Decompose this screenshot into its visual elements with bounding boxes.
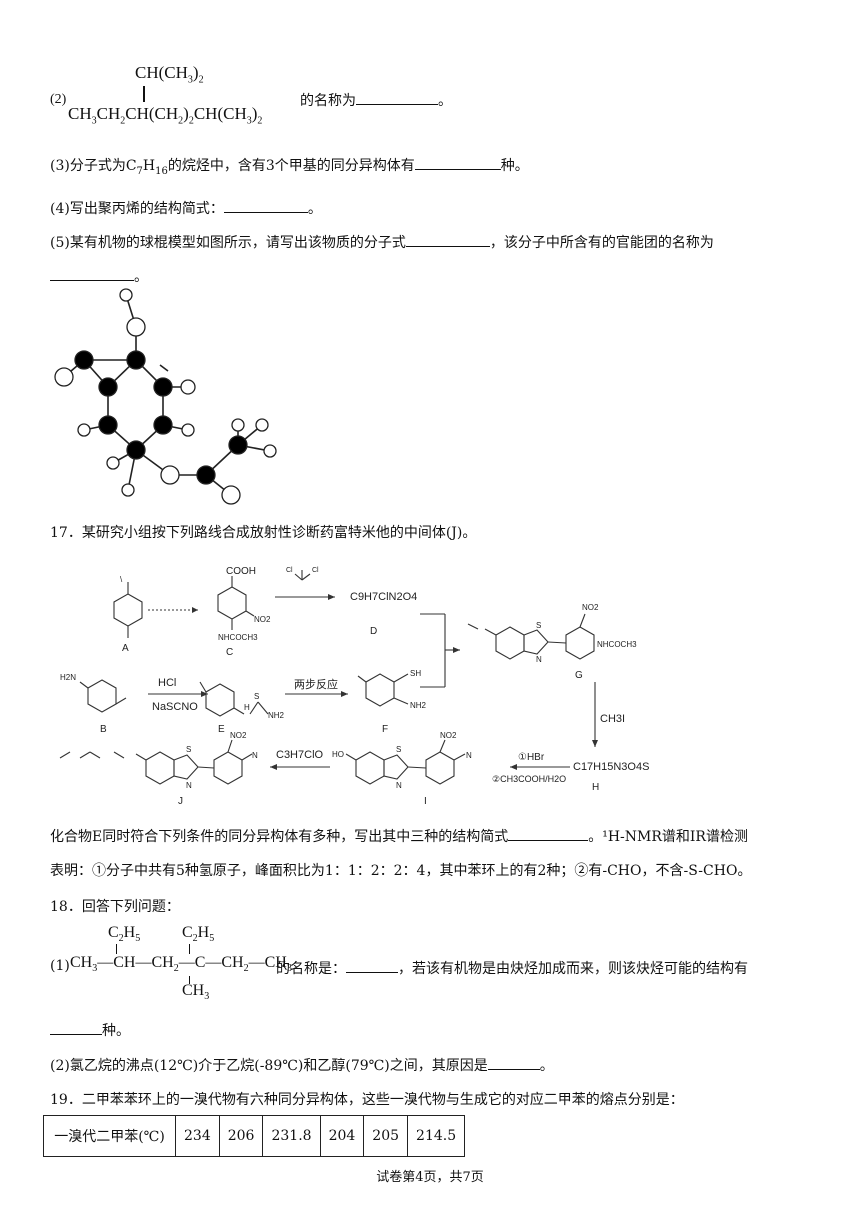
label-j: J xyxy=(178,796,183,807)
ball-and-stick-model xyxy=(54,288,277,505)
svg-text:NH2: NH2 xyxy=(268,711,285,720)
answer-blank[interactable] xyxy=(346,960,398,973)
svg-text:NO2: NO2 xyxy=(582,603,599,612)
table-cell: 214.5 xyxy=(407,1115,466,1157)
q16-p2-chain: CH3CH2CH(CH2)2CH(CH3)2 xyxy=(68,104,263,127)
label-b: B xyxy=(100,724,107,735)
q18-bond-1 xyxy=(116,944,117,954)
svg-text:①HBr: ①HBr xyxy=(518,752,545,763)
svg-text:NO2: NO2 xyxy=(254,615,271,624)
svg-text:NH2: NH2 xyxy=(410,701,427,710)
table-cell: 205 xyxy=(363,1115,409,1157)
answer-blank[interactable] xyxy=(508,828,589,841)
svg-text:N: N xyxy=(252,751,258,760)
svg-text:N: N xyxy=(466,751,472,760)
q17-question: 化合物E同时符合下列条件的同分异构体有多种，写出其中三种的结构简式。¹H-NMR… xyxy=(50,828,748,845)
table-cell: 204 xyxy=(319,1115,365,1157)
q16-p2-bond xyxy=(143,86,145,102)
label-i: I xyxy=(424,796,427,807)
q16-p2-branch: CH(CH3)2 xyxy=(135,63,204,86)
svg-text:NO2: NO2 xyxy=(230,731,247,740)
q16-p4: (4)写出聚丙烯的结构简式：。 xyxy=(50,200,322,217)
q18-title: 18．回答下列问题： xyxy=(50,899,180,915)
label-d: D xyxy=(370,626,377,637)
q18-branch-1: C2H5 xyxy=(108,924,141,945)
answer-blank[interactable] xyxy=(414,157,501,170)
svg-text:NaSCNO: NaSCNO xyxy=(152,701,198,713)
label-g: G xyxy=(575,670,583,681)
table-row: 一溴代二甲苯(℃) 234 206 231.8 204 205 214.5 xyxy=(43,1115,466,1157)
q16-p2-text: 的名称为。 xyxy=(300,92,452,109)
svg-text:C3H7ClO: C3H7ClO xyxy=(276,749,324,761)
row-header: 一溴代二甲苯(℃) xyxy=(43,1115,176,1157)
d-formula: C9H7ClN2O4 xyxy=(350,591,417,603)
svg-text:N: N xyxy=(396,781,402,790)
answer-blank[interactable] xyxy=(356,92,438,105)
label-f: F xyxy=(382,724,388,735)
q16-p5-cont: 。 xyxy=(50,266,148,286)
svg-text:HO: HO xyxy=(332,750,344,759)
svg-text:COOH: COOH xyxy=(226,566,256,577)
svg-text:N: N xyxy=(186,781,192,790)
answer-blank[interactable] xyxy=(50,1022,102,1035)
svg-text:NHCOCH3: NHCOCH3 xyxy=(218,633,258,642)
svg-text:H2N: H2N xyxy=(60,673,76,682)
q18-bond-3 xyxy=(189,976,190,984)
q18-p1-text: 的名称是：，若该有机物是由炔烃加成而来，则该炔烃可能的结构有 xyxy=(276,960,748,977)
q16-p2-number: (2) xyxy=(50,92,67,107)
q16-p5: (5)某有机物的球棍模型如图所示，请写出该物质的分子式，该分子中所含有的官能团的… xyxy=(50,234,714,251)
q18-branch-3: CH3 xyxy=(182,982,210,1003)
svg-text:S: S xyxy=(536,621,541,630)
svg-text:②CH3COOH/H2O: ②CH3COOH/H2O xyxy=(492,774,566,784)
q18-bond-2 xyxy=(189,944,190,954)
answer-blank[interactable] xyxy=(50,268,134,281)
svg-text:N: N xyxy=(536,655,542,664)
synthesis-route-diagram: A \ COOH NO2 NHCOCH3 C Cl Cl C9H7ClN2O4 … xyxy=(59,566,649,807)
table-cell: 234 xyxy=(175,1115,220,1157)
q19-melting-point-table: 一溴代二甲苯(℃) 234 206 231.8 204 205 214.5 xyxy=(43,1115,466,1157)
q18-p1-cont: 种。 xyxy=(50,1020,130,1040)
q18-p1-number: (1) xyxy=(50,958,70,974)
answer-blank[interactable] xyxy=(223,200,308,213)
label-c: C xyxy=(226,647,233,658)
q17-title: 17．某研究小组按下列路线合成放射性诊断药富特米他的中间体(J)。 xyxy=(50,525,477,541)
svg-text:S: S xyxy=(254,692,259,701)
h-formula: C17H15N3O4S xyxy=(573,761,649,773)
svg-text:两步反应: 两步反应 xyxy=(294,677,338,691)
q19-title: 19．二甲苯苯环上的一溴代物有六种同分异构体，这些一溴代物与生成它的对应二甲苯的… xyxy=(50,1092,684,1108)
page-footer: 试卷第4页，共7页 xyxy=(376,1170,484,1185)
table-cell: 231.8 xyxy=(262,1115,321,1157)
svg-text:CH3I: CH3I xyxy=(600,713,625,725)
svg-text:NO2: NO2 xyxy=(440,731,457,740)
answer-blank[interactable] xyxy=(405,234,490,247)
q17-conditions: 表明：①分子中共有5种氢原子，峰面积比为1：1：2：2：4，其中苯环上的有2种；… xyxy=(50,863,752,879)
svg-text:S: S xyxy=(396,745,401,754)
svg-text:SH: SH xyxy=(410,669,421,678)
table-cell: 206 xyxy=(218,1115,264,1157)
svg-text:S: S xyxy=(186,745,191,754)
svg-text:HCl: HCl xyxy=(158,677,176,689)
q18-p2: (2)氯乙烷的沸点(12℃)介于乙烷(-89℃)和乙醇(79℃)之间，其原因是。 xyxy=(50,1057,554,1074)
svg-text:\: \ xyxy=(120,575,123,584)
label-a: A xyxy=(122,643,129,654)
svg-text:Cl: Cl xyxy=(312,567,319,574)
svg-text:H: H xyxy=(244,703,250,712)
answer-blank[interactable] xyxy=(487,1057,540,1070)
q16-p3: (3)分子式为C7H16的烷烃中，含有3个甲基的同分异构体有种。 xyxy=(50,157,529,177)
svg-text:NHCOCH3: NHCOCH3 xyxy=(597,640,637,649)
label-h: H xyxy=(592,782,599,793)
q18-chain: CH3—CH—CH2—C—CH2—CH3 xyxy=(70,954,292,975)
q18-branch-2: C2H5 xyxy=(182,924,215,945)
svg-text:Cl: Cl xyxy=(286,567,293,574)
label-e: E xyxy=(218,724,225,735)
